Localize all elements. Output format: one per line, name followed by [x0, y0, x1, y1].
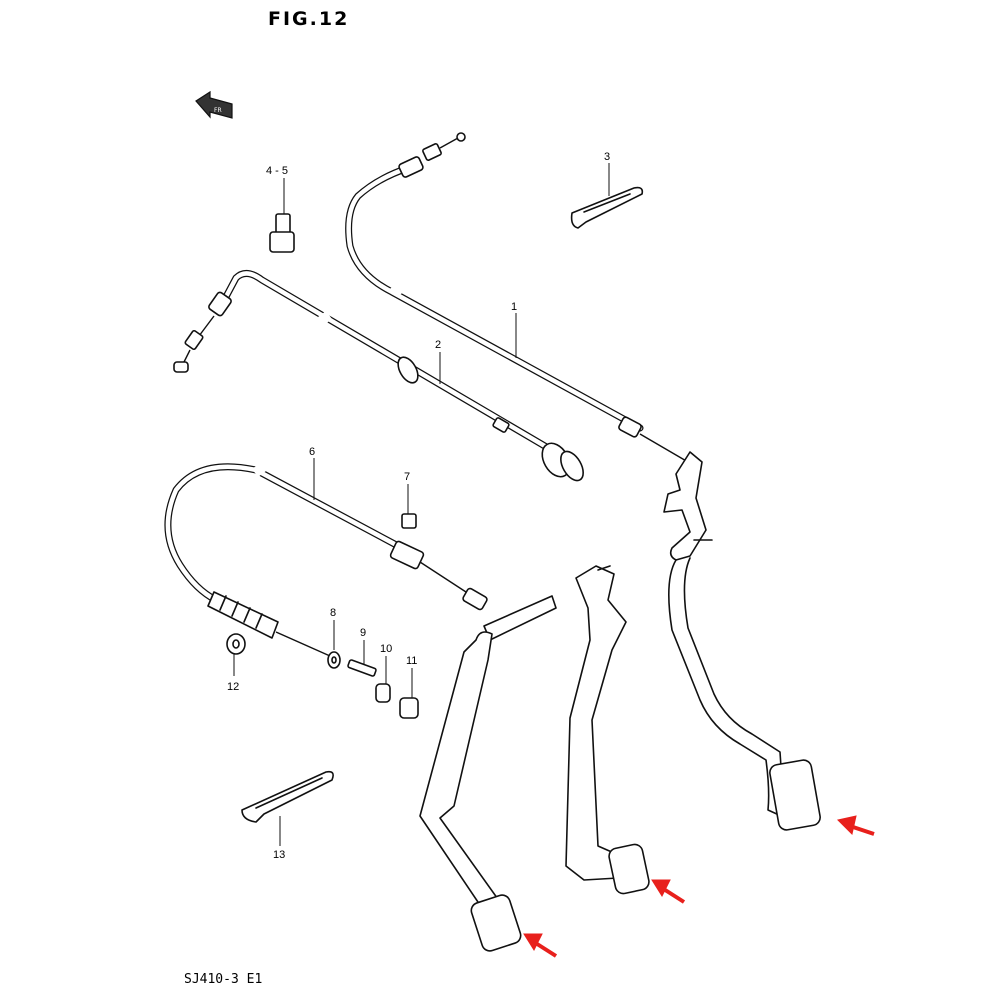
clutch-pedal: [419, 595, 557, 952]
red-arrow-icon: [523, 933, 558, 958]
part-1-cable: [345, 132, 689, 463]
part-3-bracket: [570, 163, 644, 229]
part-6-cable: [164, 458, 488, 657]
part-label-8: 8: [330, 607, 336, 619]
part-label-9: 9: [360, 627, 366, 639]
part-label-7: 7: [404, 471, 410, 483]
brake-pedal: [565, 565, 650, 895]
part-7-bolt: [401, 484, 417, 529]
part-10-bushing: [375, 656, 391, 703]
part-label-6: 6: [309, 446, 315, 458]
part-2-cable: [173, 270, 584, 482]
part-9-pin: [347, 640, 377, 677]
accelerator-pedal: [663, 451, 821, 831]
red-arrow-icon: [651, 879, 686, 904]
part-label-3: 3: [604, 151, 610, 163]
part-13-bracket: [241, 770, 334, 846]
part-12-grommet: [226, 633, 246, 676]
part-label-10: 10: [380, 643, 392, 655]
part-8-washer: [327, 620, 341, 669]
part-label-1: 1: [511, 301, 517, 313]
figure-title: FIG.12: [268, 8, 350, 30]
front-direction-arrow-icon: FR: [195, 90, 233, 119]
part-4-5-clip: [269, 178, 295, 253]
svg-text:FR: FR: [214, 107, 222, 114]
figure-code: SJ410-3 E1: [184, 972, 263, 987]
part-label-13: 13: [273, 849, 285, 861]
part-11-nut: [399, 668, 419, 719]
part-label-4-5: 4 - 5: [266, 165, 288, 177]
red-arrow-icon: [837, 815, 875, 836]
part-label-2: 2: [435, 339, 441, 351]
part-label-12: 12: [227, 681, 239, 693]
part-label-11: 11: [406, 655, 417, 667]
